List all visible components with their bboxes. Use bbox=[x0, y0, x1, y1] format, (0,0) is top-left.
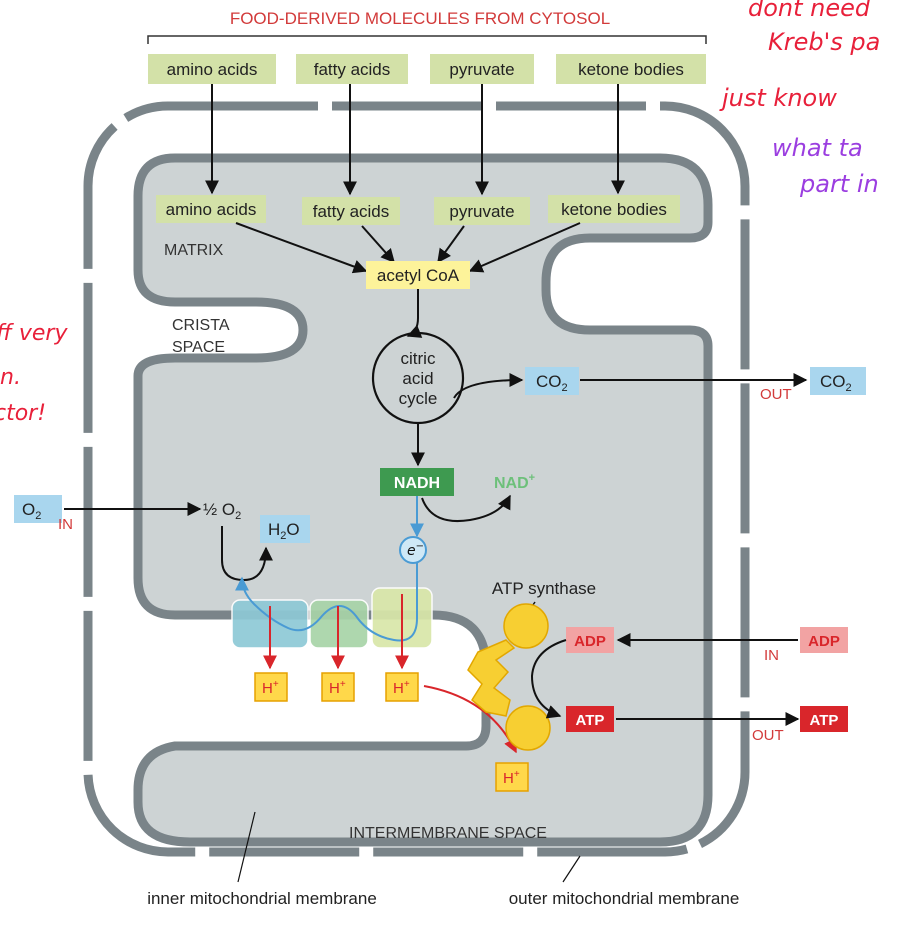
handwritten-left-b: n. bbox=[0, 365, 21, 390]
synthase-head-top bbox=[503, 603, 549, 649]
adp-outer-label: ADP bbox=[808, 633, 840, 650]
outer-membrane bbox=[83, 101, 750, 857]
atp-outer-box bbox=[800, 706, 848, 732]
co2-outer-box bbox=[810, 367, 866, 395]
synthase-stalk bbox=[467, 639, 516, 717]
o2-outer-box bbox=[14, 495, 62, 523]
outer-membrane-leader bbox=[562, 855, 581, 883]
cytosol-label-amino-acids: amino acids bbox=[167, 60, 258, 79]
diagram-title: FOOD-DERIVED MOLECULES FROM CYTOSOL bbox=[230, 9, 610, 28]
matrix-box-ketone-bodies bbox=[548, 195, 680, 223]
nadh-box bbox=[380, 468, 454, 496]
proton-box-3 bbox=[385, 672, 419, 702]
atp-outer-label: ATP bbox=[810, 712, 839, 729]
handwritten-left-c: ctor! bbox=[0, 401, 46, 426]
co2-outer-label: CO2 bbox=[820, 372, 852, 394]
adp-outer-box bbox=[800, 627, 848, 653]
proton-label-3: H+ bbox=[393, 679, 410, 697]
matrix-molecules: amino acids fatty acids pyruvate ketone … bbox=[156, 195, 680, 225]
cytosol-box-fatty-acids bbox=[296, 54, 408, 84]
adp-inner-label: ADP bbox=[574, 633, 606, 650]
proton-label-4: H+ bbox=[503, 769, 520, 787]
o2-outer-label: O2 bbox=[22, 500, 41, 522]
handwritten-line-e: part in bbox=[799, 170, 879, 198]
crista-space-label-line2: SPACE bbox=[172, 339, 225, 356]
nadh-label: NADH bbox=[394, 475, 440, 492]
atp-out-label: OUT bbox=[752, 727, 784, 744]
electron-label: e− bbox=[407, 541, 424, 559]
cycle-to-co2-arrow bbox=[453, 373, 524, 399]
outer-membrane-label: outer mitochondrial membrane bbox=[509, 889, 740, 908]
cytosol-label-ketone-bodies: ketone bodies bbox=[578, 60, 684, 79]
cytosol-box-amino-acids bbox=[148, 54, 276, 84]
adp-in-label: IN bbox=[764, 647, 779, 664]
matrix-label: MATRIX bbox=[164, 242, 224, 259]
atp-synthase-label: ATP synthase bbox=[492, 579, 596, 598]
matrix-label-fatty-acids: fatty acids bbox=[313, 202, 390, 221]
crista-space-label-line1: CRISTA bbox=[172, 317, 230, 334]
proton-box-2 bbox=[321, 672, 355, 702]
handwritten-left-a: ff very bbox=[0, 321, 68, 346]
handwritten-line-b: Kreb's pa bbox=[768, 28, 880, 56]
cytosol-box-pyruvate bbox=[430, 54, 534, 84]
electron-circle bbox=[399, 536, 427, 564]
atp-inner-label: ATP bbox=[576, 712, 605, 729]
co2-inner-label: CO2 bbox=[536, 372, 568, 394]
co2-out-label: OUT bbox=[760, 386, 792, 403]
matrix-label-pyruvate: pyruvate bbox=[449, 202, 514, 221]
proton-label-1: H+ bbox=[262, 679, 279, 697]
inner-membrane-label: inner mitochondrial membrane bbox=[147, 889, 377, 908]
matrix-label-amino-acids: amino acids bbox=[166, 200, 257, 219]
cytosol-box-ketone-bodies bbox=[556, 54, 706, 84]
acetyl-coa-box bbox=[366, 261, 470, 289]
matrix-box-pyruvate bbox=[434, 197, 530, 225]
cycle-label-line1: citric bbox=[401, 349, 436, 368]
cytosol-molecules: amino acids fatty acids pyruvate ketone … bbox=[148, 54, 706, 84]
cycle-label-line3: cycle bbox=[399, 389, 438, 408]
handwritten-line-c: just know bbox=[719, 84, 837, 112]
inner-membrane-leader bbox=[237, 811, 256, 883]
matrix-label-ketone-bodies: ketone bodies bbox=[561, 200, 667, 219]
nad-plus-label: NAD+ bbox=[494, 472, 535, 492]
matrix-box-amino-acids bbox=[156, 195, 266, 223]
protons: H+ H+ H+ H+ bbox=[254, 672, 529, 792]
acetyl-to-cycle-arrow bbox=[406, 289, 423, 338]
h2o-label: H2O bbox=[268, 520, 300, 542]
half-o2-label: ½ O2 bbox=[203, 500, 241, 522]
import-arrows bbox=[205, 84, 625, 196]
converging-arrows bbox=[235, 222, 581, 274]
o2-in-label: IN bbox=[58, 516, 73, 533]
atp-inner-box bbox=[566, 706, 614, 732]
co2-inner-box bbox=[525, 367, 579, 395]
handwritten-line-a: dont need bbox=[748, 0, 871, 22]
cytosol-label-pyruvate: pyruvate bbox=[449, 60, 514, 79]
electron-transport-chain bbox=[231, 563, 433, 670]
title-bracket bbox=[147, 35, 707, 44]
cycle-label-line2: acid bbox=[402, 369, 433, 388]
handwritten-line-d: what ta bbox=[772, 134, 863, 162]
cytosol-label-fatty-acids: fatty acids bbox=[314, 60, 391, 79]
intermembrane-space-label: INTERMEMBRANE SPACE bbox=[349, 825, 547, 842]
synthase-head-bottom bbox=[505, 705, 551, 751]
acetyl-coa-label: acetyl CoA bbox=[377, 266, 460, 285]
atp-synthase: ATP synthase bbox=[467, 579, 596, 751]
proton-box-4 bbox=[495, 762, 529, 792]
nadh-to-nad-arrow bbox=[421, 494, 511, 522]
h2o-box bbox=[260, 515, 310, 543]
proton-label-2: H+ bbox=[329, 679, 346, 697]
proton-box-1 bbox=[254, 672, 288, 702]
adp-to-atp-arrow bbox=[530, 639, 567, 719]
electron-path bbox=[235, 563, 418, 642]
adp-inner-box bbox=[566, 627, 614, 653]
handwritten-notes: dont need Kreb's pa just know what ta pa… bbox=[0, 0, 880, 426]
matrix-box-fatty-acids bbox=[302, 197, 400, 225]
